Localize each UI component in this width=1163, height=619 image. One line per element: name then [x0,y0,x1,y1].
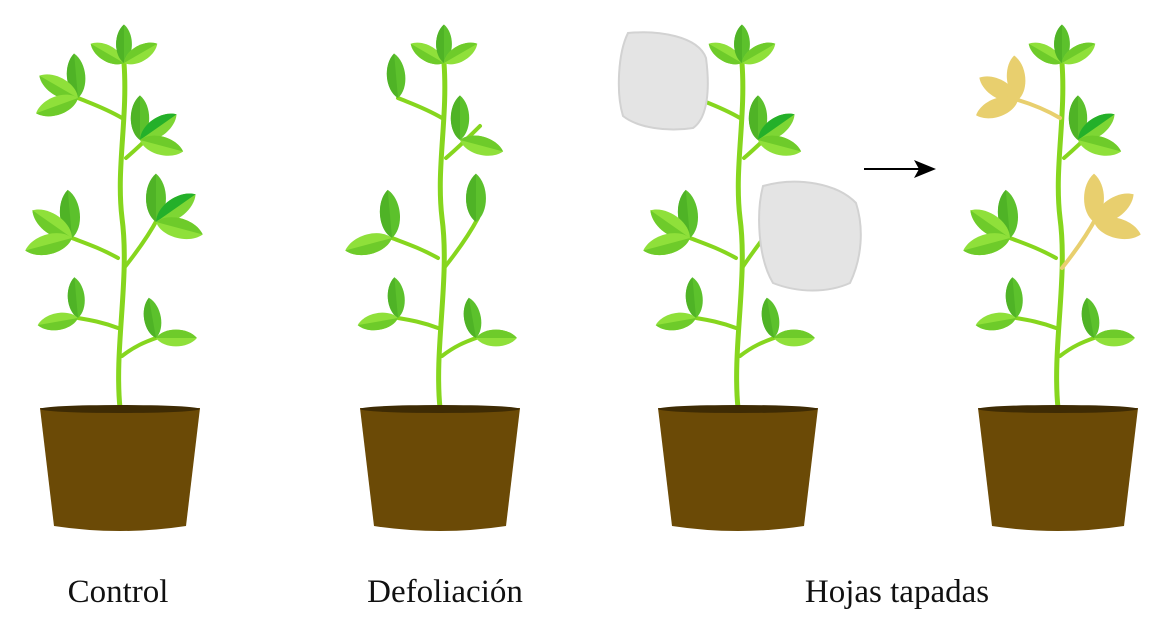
pot-covered [658,405,818,531]
pot-control [40,405,200,531]
plant-control [23,25,206,531]
leaf-cover-lower [759,182,861,291]
plant-covered-result [961,25,1144,531]
arrow-icon [864,160,936,178]
plant-covered [619,25,861,531]
plant-defoliation [343,25,520,531]
caption-defoliation: Defoliación [367,576,523,609]
pot-defoliation [360,405,520,531]
caption-covered-leaves: Hojas tapadas [805,576,989,609]
leaf-cover-upper [619,32,708,129]
caption-control: Control [68,576,169,609]
pot-covered-result [978,405,1138,531]
